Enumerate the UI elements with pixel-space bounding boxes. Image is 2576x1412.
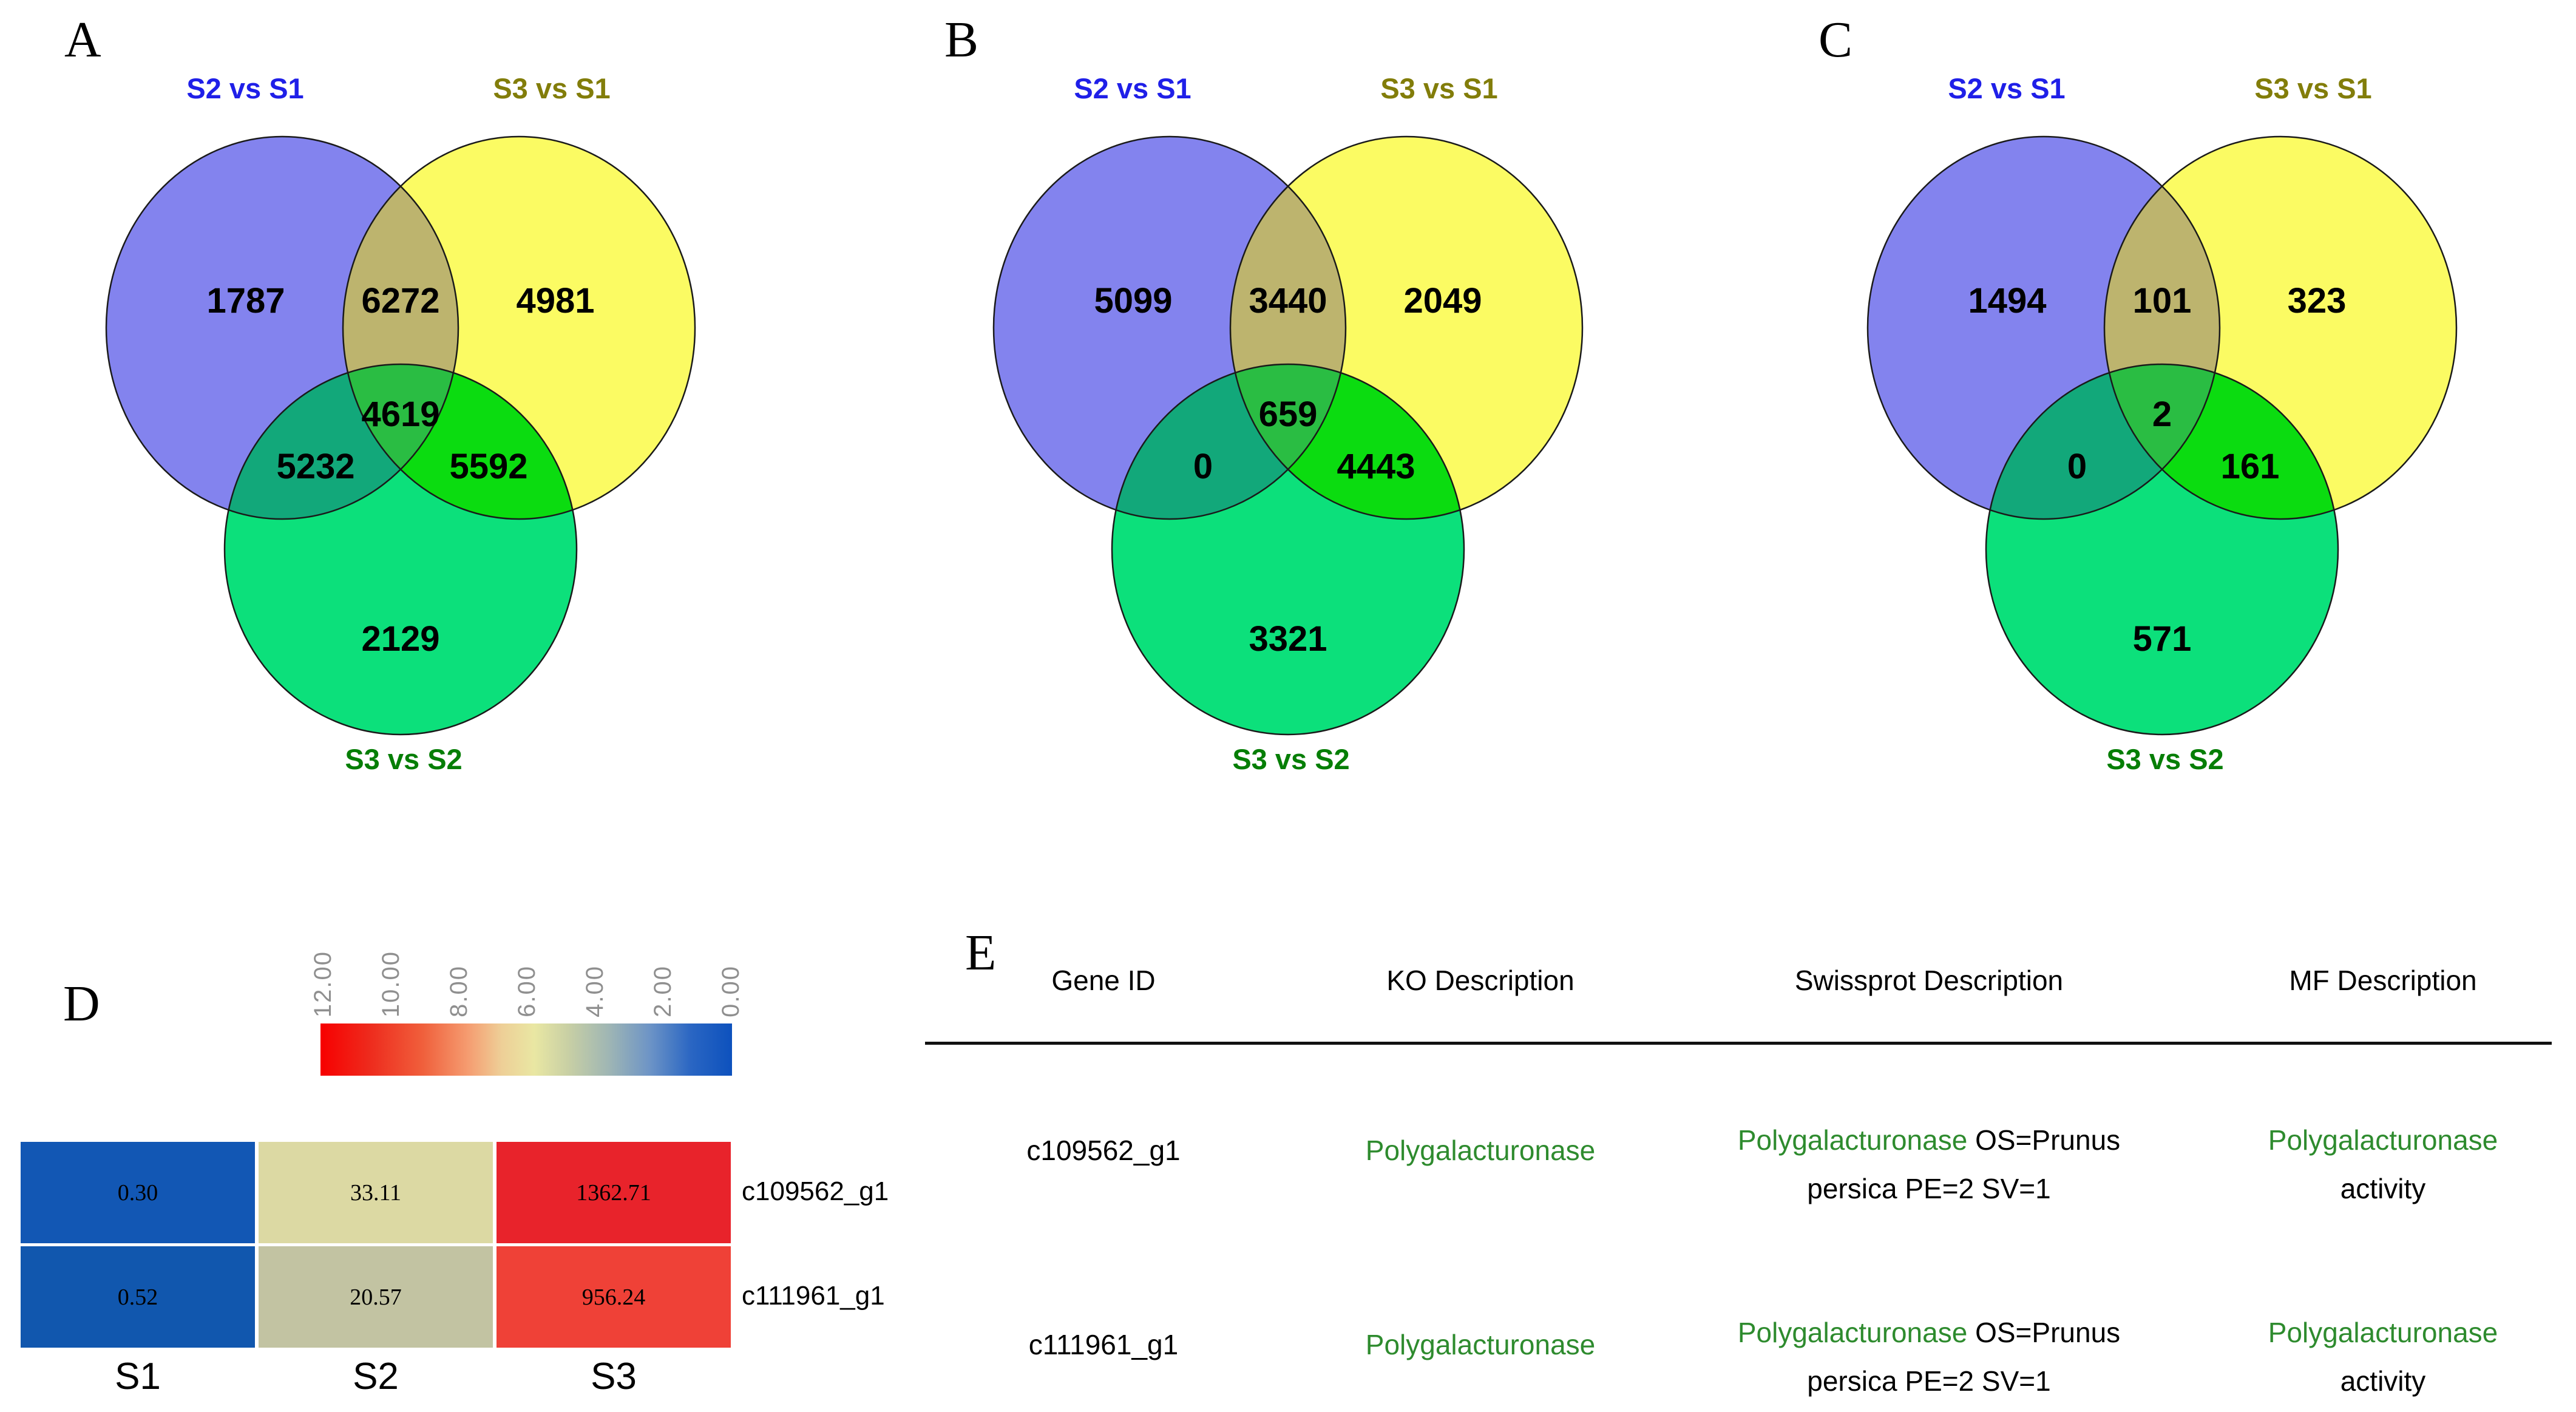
venn-b-count-blue-only: 5099: [1094, 281, 1172, 321]
table-row1-ko-description: Polygalacturonase: [1365, 1135, 1596, 1166]
heatmap-cell-r1c2: 33.11: [259, 1142, 493, 1243]
venn-c-count-yellow-green: 161: [2221, 447, 2280, 486]
panel-letter-e: E: [965, 925, 997, 981]
colorbar-tick-8: 8.00: [446, 965, 472, 1017]
heatmap-colorbar: [320, 1023, 732, 1076]
colorbar-tick-0: 0.00: [717, 965, 744, 1017]
venn-b-yellow-outline: [1229, 135, 1584, 520]
venn-a-overlap-blue-green: [225, 364, 458, 519]
venn-diagram-a: S2 vs S1 S3 vs S1 1787 6272 4981 4619 52…: [105, 72, 696, 775]
venn-b-count-yellow-green: 4443: [1337, 447, 1415, 486]
venn-b-blue-outline: [992, 135, 1347, 520]
venn-a-count-yellow-only: 4981: [516, 281, 594, 321]
table-row1-swissprot-description: Polygalacturonase OS=Prunus persica PE=2…: [1686, 1116, 2172, 1213]
table-row2-swissprot-black: OS=Prunus: [1967, 1317, 2121, 1348]
table-row2-ko-description: Polygalacturonase: [1365, 1329, 1596, 1360]
venn-a-set-label-s3vs1: S3 vs S1: [493, 72, 610, 104]
venn-b-count-blue-green: 0: [1193, 447, 1213, 486]
table-row2-mf-line2: activity: [2340, 1365, 2426, 1397]
table-row2-swissprot-description: Polygalacturonase OS=Prunus persica PE=2…: [1686, 1308, 2172, 1405]
venn-c-set-label-s2vs1: S2 vs S1: [1948, 72, 2065, 104]
heatmap-col-label-s1: S1: [115, 1356, 161, 1397]
heatmap-cell-r2c2: 20.57: [259, 1246, 493, 1348]
venn-b-count-blue-yellow: 3440: [1249, 281, 1327, 321]
heatmap-row-label-2: c111961_g1: [742, 1281, 885, 1311]
venn-a-overlap-yellow-green: [343, 364, 577, 519]
venn-a-count-center: 4619: [361, 395, 439, 434]
table-row1-swissprot-green: Polygalacturonase: [1737, 1124, 1968, 1156]
table-row1-mf-description: Polygalacturonase activity: [2201, 1116, 2565, 1213]
venn-c-count-yellow-only: 323: [2288, 281, 2347, 321]
venn-c-yellow-outline: [2103, 135, 2458, 520]
heatmap-col-label-s3: S3: [591, 1356, 637, 1397]
venn-a-count-yellow-green: 5592: [449, 447, 527, 486]
panel-letter-a: A: [64, 12, 101, 68]
table-row2-mf-description: Polygalacturonase activity: [2201, 1308, 2565, 1405]
venn-c-blue-outline: [1866, 135, 2221, 520]
colorbar-tick-12: 12.00: [310, 950, 336, 1017]
colorbar-tick-4: 4.00: [581, 965, 608, 1017]
heatmap-cell-r1c3: 1362.71: [497, 1142, 731, 1243]
heatmap-col-label-s2: S2: [353, 1356, 399, 1397]
table-header-mf-description: MF Description: [2289, 965, 2477, 996]
venn-diagram-b: S2 vs S1 S3 vs S1 5099 3440 2049 659 0 4…: [992, 72, 1584, 775]
table-row1-mf-line2: activity: [2340, 1173, 2426, 1204]
venn-c-overlap-yellow-green: [2104, 364, 2338, 519]
venn-a-set-label-s2vs1: S2 vs S1: [186, 72, 303, 104]
venn-c-set-label-s3vs2: S3 vs S2: [2106, 743, 2223, 775]
venn-b-count-center: 659: [1259, 395, 1318, 434]
venn-c-count-blue-yellow: 101: [2133, 281, 2192, 321]
venn-b-overlap-blue-green: [1112, 364, 1346, 519]
table-row2-swissprot-line2: persica PE=2 SV=1: [1807, 1365, 2051, 1397]
venn-b-overlap-yellow-green: [1230, 364, 1464, 519]
table-header-gene-id: Gene ID: [1051, 965, 1156, 996]
table-row2-mf-green: Polygalacturonase: [2268, 1317, 2498, 1348]
table-row1-mf-green: Polygalacturonase: [2268, 1124, 2498, 1156]
venn-c-overlap-blue-green: [1986, 364, 2220, 519]
venn-b-count-green-only: 3321: [1249, 619, 1327, 659]
venn-b-set-label-s3vs2: S3 vs S2: [1232, 743, 1349, 775]
venn-c-green-outline: [1985, 363, 2339, 736]
heatmap-row-label-1: c109562_g1: [742, 1176, 889, 1206]
venn-a-yellow-outline: [342, 135, 696, 520]
venn-b-set-label-s3vs1: S3 vs S1: [1380, 72, 1497, 104]
venn-c-count-green-only: 571: [2133, 619, 2192, 659]
table-header-ko-description: KO Description: [1386, 965, 1574, 996]
heatmap-cell-r2c1: 0.52: [21, 1246, 255, 1348]
table-header-rule: [925, 1042, 2552, 1045]
heatmap-grid: 0.30 33.11 1362.71 0.52 20.57 956.24: [21, 1142, 731, 1348]
heatmap-cell-r2c3: 956.24: [497, 1246, 731, 1348]
venn-a-set-label-s3vs2: S3 vs S2: [345, 743, 462, 775]
panel-letter-d: D: [63, 976, 100, 1032]
table-header-swissprot-description: Swissprot Description: [1794, 965, 2064, 996]
table-row1-swissprot-black: OS=Prunus: [1967, 1124, 2121, 1156]
venn-c-count-blue-only: 1494: [1968, 281, 2046, 321]
venn-a-count-blue-yellow: 6272: [361, 281, 439, 321]
colorbar-tick-10: 10.00: [378, 950, 404, 1017]
venn-c-count-blue-green: 0: [2067, 447, 2087, 486]
venn-b-count-yellow-only: 2049: [1403, 281, 1482, 321]
panel-letter-b: B: [944, 12, 979, 68]
table-row2-gene-id: c111961_g1: [1028, 1329, 1179, 1360]
venn-b-green-outline: [1111, 363, 1465, 736]
venn-a-count-blue-only: 1787: [206, 281, 285, 321]
venn-diagram-c: S2 vs S1 S3 vs S1 1494 101 323 2 0 161 5…: [1866, 72, 2458, 775]
venn-c-count-center: 2: [2152, 395, 2172, 434]
table-row2-swissprot-green: Polygalacturonase: [1737, 1317, 1968, 1348]
colorbar-tick-6: 6.00: [514, 965, 540, 1017]
venn-a-count-blue-green: 5232: [276, 447, 354, 486]
venn-a-count-green-only: 2129: [361, 619, 439, 659]
table-row1-swissprot-line2: persica PE=2 SV=1: [1807, 1173, 2051, 1204]
venn-a-blue-outline: [105, 135, 459, 520]
panel-letter-c: C: [1818, 12, 1853, 68]
heatmap-cell-r1c1: 0.30: [21, 1142, 255, 1243]
venn-b-set-label-s2vs1: S2 vs S1: [1074, 72, 1191, 104]
table-row1-gene-id: c109562_g1: [1026, 1135, 1181, 1166]
venn-c-set-label-s3vs1: S3 vs S1: [2254, 72, 2371, 104]
colorbar-tick-2: 2.00: [649, 965, 676, 1017]
venn-a-green-outline: [223, 363, 578, 736]
